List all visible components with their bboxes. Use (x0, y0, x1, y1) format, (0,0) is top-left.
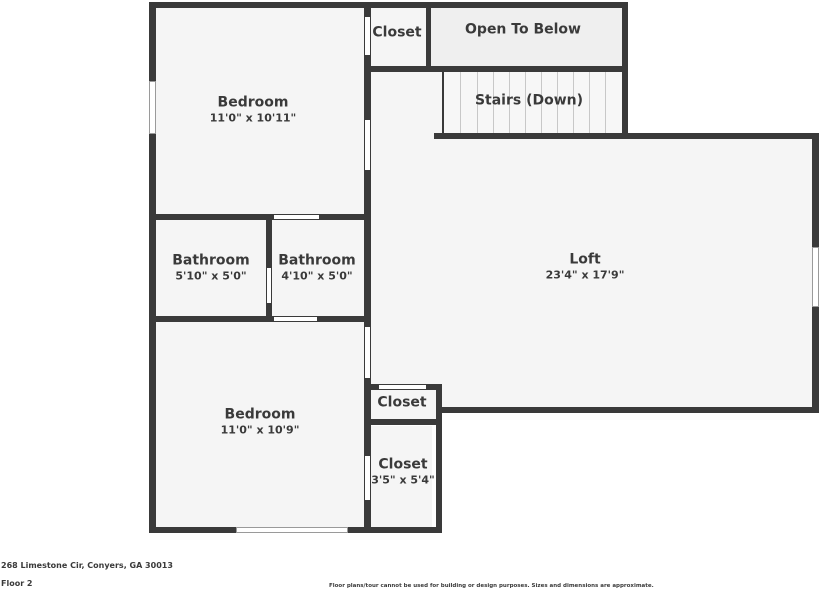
room-name: Bathroom (278, 252, 356, 269)
stair-tread (541, 72, 542, 133)
room-label-closet-bottom: Closet 3'5" x 5'4" (371, 457, 435, 488)
closet-bottom-wall (371, 66, 628, 72)
room-name: Bedroom (217, 94, 289, 111)
closet-mid-door-opening (379, 385, 426, 389)
room-label-bathroom-1: Bathroom 5'10" x 5'0" (172, 253, 250, 284)
stair-tread (557, 72, 558, 133)
bathroom-2-area (272, 220, 364, 316)
stair-tread (605, 72, 606, 133)
bedroom-2-door-opening (365, 327, 370, 378)
room-label-stairs: Stairs (Down) (475, 93, 583, 110)
center-vertical-wall (364, 2, 371, 533)
room-dimensions: 11'0" x 10'11" (209, 111, 297, 125)
room-label-bathroom-2: Bathroom 4'10" x 5'0" (278, 253, 356, 284)
room-name: Bedroom (224, 406, 296, 423)
outer-left-wall (149, 2, 156, 533)
bedroom-2-window (236, 527, 348, 533)
room-name: Closet (377, 394, 427, 411)
property-address: 268 Limestone Cir, Conyers, GA 30013 (1, 561, 173, 570)
room-dimensions: 11'0" x 10'9" (220, 423, 300, 437)
room-label-open-to-below: Open To Below (465, 22, 581, 39)
room-name: Closet (372, 24, 422, 41)
room-name: Loft (569, 251, 601, 268)
bathroom-divider-door-opening (267, 268, 271, 303)
room-label-closet-top: Closet (372, 25, 421, 42)
stair-tread (525, 72, 526, 133)
closet-top-door-opening (365, 17, 370, 55)
loft-area-main (371, 139, 812, 407)
closet-bottom-door-opening (365, 456, 370, 500)
room-name: Open To Below (465, 21, 581, 38)
bedroom-1-area (156, 8, 364, 214)
stair-edge-wall (442, 72, 444, 133)
closet-bottom-area (371, 426, 432, 527)
loft-top-wall (434, 133, 819, 139)
room-label-loft: Loft 23'4" x 17'9" (546, 252, 625, 283)
open-to-below-area (431, 8, 622, 67)
floor-label: Floor 2 (1, 579, 33, 588)
closet-mid-area (371, 390, 436, 420)
room-name: Bathroom (172, 252, 250, 269)
bedroom-1-window (149, 81, 156, 134)
loft-window (812, 247, 819, 307)
room-dimensions: 5'10" x 5'0" (175, 269, 247, 283)
room-name: Stairs (Down) (474, 92, 584, 109)
disclaimer: Floor plans/tour cannot be used for buil… (329, 583, 654, 589)
bathroom-1-area (156, 220, 266, 316)
stair-tread (589, 72, 590, 133)
closet-open-divider-wall (426, 8, 431, 72)
bathrooms-top-wall (149, 214, 371, 220)
stair-tread (460, 72, 461, 133)
stair-tread (573, 72, 574, 133)
room-dimensions: 23'4" x 17'9" (545, 268, 625, 282)
room-label-closet-mid: Closet (377, 395, 426, 412)
room-dimensions: 3'5" x 5'4" (371, 473, 435, 487)
closet-mid-right-wall (436, 384, 442, 533)
stair-tread (493, 72, 494, 133)
bathroom-2-bottom-door-opening (274, 317, 317, 321)
stairs-area (444, 72, 622, 133)
bathrooms-bottom-wall (149, 316, 371, 322)
room-dimensions: 4'10" x 5'0" (281, 269, 353, 283)
room-name: Closet (378, 456, 428, 473)
bedroom-2-area (156, 322, 364, 527)
closet-mid-bottom-wall (371, 419, 442, 425)
loft-bottom-wall (436, 407, 819, 413)
room-label-bedroom-2: Bedroom 11'0" x 10'9" (221, 407, 300, 438)
bathroom-2-top-door-opening (274, 215, 319, 219)
outer-top-wall (149, 2, 628, 8)
room-label-bedroom-1: Bedroom 11'0" x 10'11" (210, 95, 297, 126)
closet-top-area (371, 8, 426, 67)
bedroom-1-door-opening (365, 120, 370, 170)
stair-tread (477, 72, 478, 133)
stair-tread (509, 72, 510, 133)
